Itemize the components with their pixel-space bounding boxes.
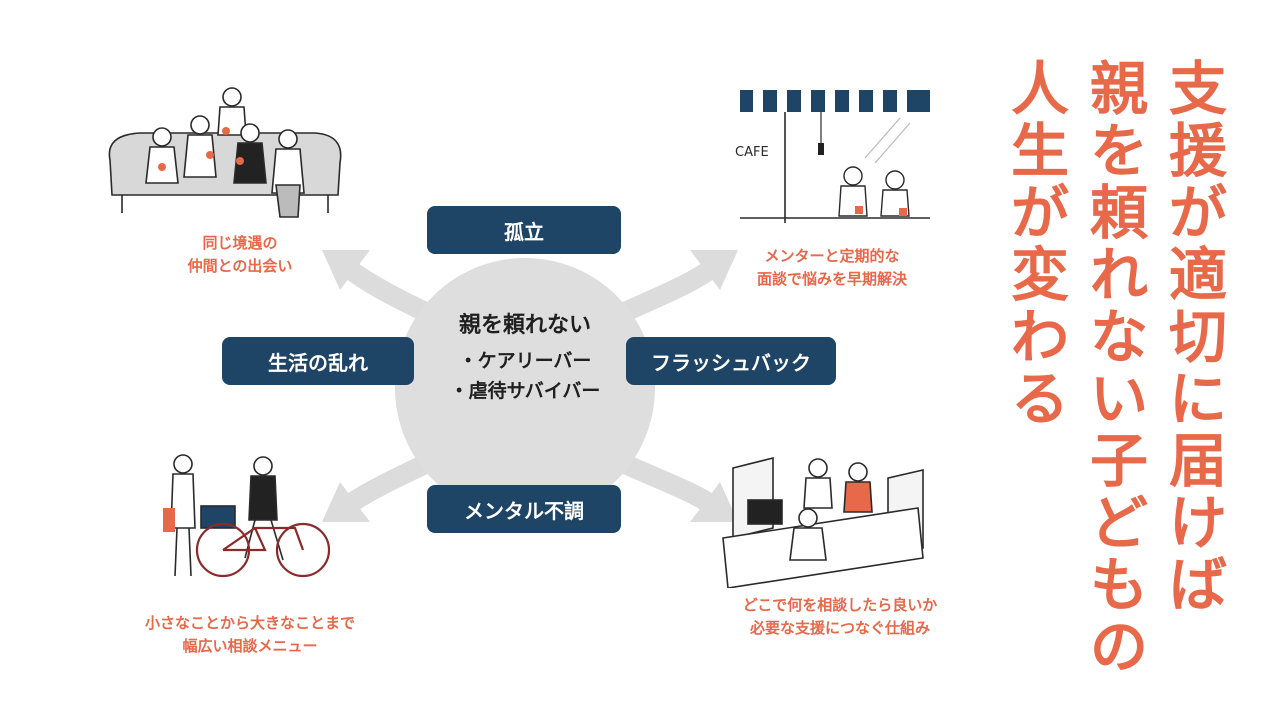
caption-line: 必要な支援につなぐ仕組み	[749, 619, 930, 637]
caption-line: 幅広い相談メニュー	[182, 637, 318, 655]
headline-column-3: 人生が変わる	[1010, 55, 1069, 433]
illustration-bicycle	[163, 454, 331, 578]
center-list: ・ケアリーバー ・虐待サバイバー	[395, 346, 655, 406]
center-item-abuse-survivor: ・虐待サバイバー	[449, 380, 601, 402]
caption-line: 仲間との出会い	[187, 257, 293, 275]
caption-mentor: メンターと定期的な 面談で悩みを早期解決	[712, 245, 952, 291]
caption-line: どこで何を相談したら良いか	[742, 596, 938, 614]
cafe-sign: CAFE	[735, 145, 769, 160]
arrowhead-top-right	[690, 250, 738, 290]
caption-peers: 同じ境遇の 仲間との出会い	[120, 232, 360, 278]
center-text: 親を頼れない ・ケアリーバー ・虐待サバイバー	[395, 310, 655, 406]
caption-line: メンターと定期的な	[764, 247, 900, 265]
issue-box-flashback: フラッシュバック	[626, 337, 836, 385]
arrowhead-bottom-right	[690, 482, 738, 522]
caption-consultation: 小さなことから大きなことまで 幅広い相談メニュー	[100, 612, 400, 658]
illustration-peer-group	[108, 87, 342, 218]
headline-column-1: 支援が適切に届けば	[1168, 55, 1227, 619]
issue-box-mental: メンタル不調	[427, 485, 621, 533]
issue-box-lifestyle: 生活の乱れ	[222, 337, 414, 385]
arrowhead-top-left	[322, 250, 370, 290]
illustration-cafe: CAFE	[735, 90, 930, 223]
illustration-counseling	[722, 456, 924, 588]
arrowhead-bottom-left	[322, 482, 370, 522]
center-item-care-leaver: ・ケアリーバー	[458, 350, 592, 372]
center-circle	[395, 258, 655, 518]
caption-line: 同じ境遇の	[202, 234, 278, 252]
center-title: 親を頼れない	[458, 313, 591, 338]
headline-column-2: 親を頼れない子どもの	[1089, 55, 1148, 681]
caption-line: 小さなことから大きなことまで	[144, 614, 355, 632]
issue-box-isolation: 孤立	[427, 206, 621, 254]
caption-line: 面談で悩みを早期解決	[756, 270, 907, 288]
caption-connect: どこで何を相談したら良いか 必要な支援につなぐ仕組み	[690, 594, 990, 640]
